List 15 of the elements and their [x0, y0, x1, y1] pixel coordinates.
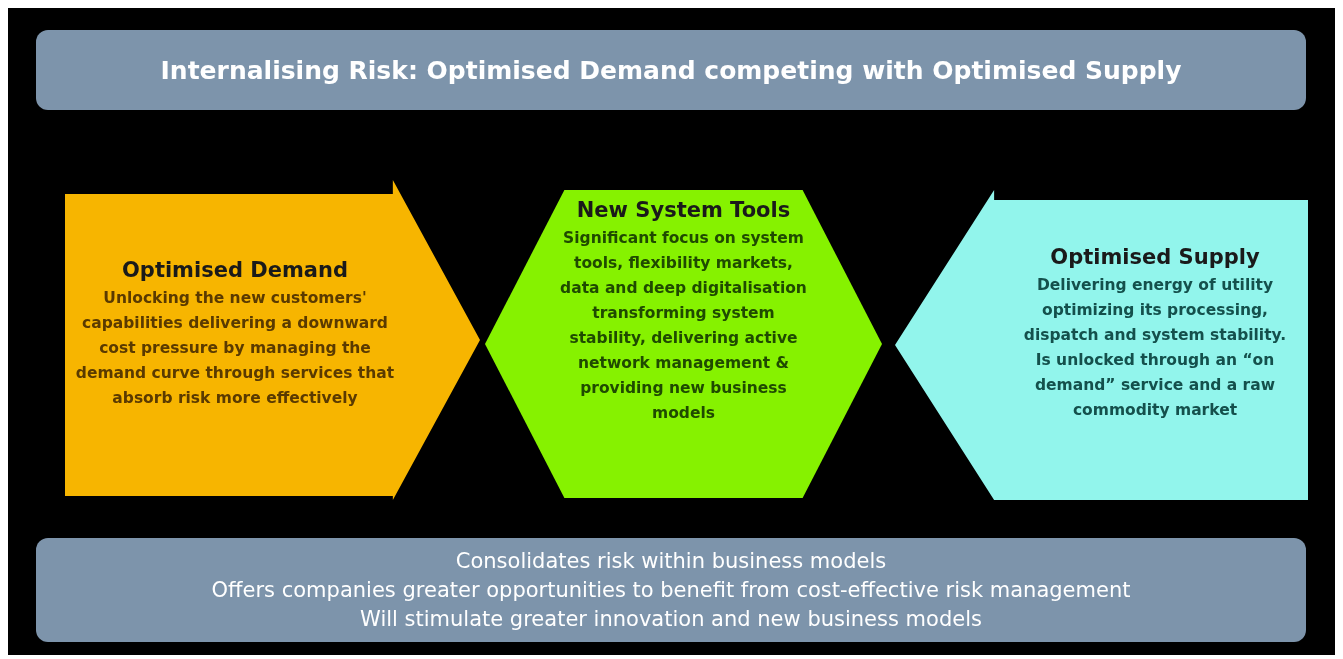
summary-banner	[36, 538, 1306, 642]
summary-line: Consolidates risk within business models	[455, 547, 887, 575]
title-banner	[36, 30, 1306, 110]
heading: New System Tools	[575, 198, 792, 222]
hexagon-shape	[485, 190, 882, 498]
description: Significant focus on system tools, flexibility markets, data and deep digitalisation transforming system stability, delivering active network management & providing new business models	[560, 228, 807, 424]
heading: Optimised Demand	[121, 258, 349, 282]
left-arrow-shape	[895, 190, 1308, 500]
description: Unlocking the new customers' capabilities delivering a downward cost pressure by managing the demand curve through services that absorb risk more effectively	[75, 288, 395, 409]
title-text: Internalising Risk: Optimised Demand competing with Optimised Supply	[160, 54, 1182, 87]
summary-line: Offers companies greater opportunities to benefit from cost-effective risk management	[211, 576, 1131, 604]
right-arrow-shape	[65, 180, 480, 500]
summary-line: Will stimulate greater innovation and new business models	[360, 605, 982, 633]
heading: Optimised Supply	[1049, 245, 1261, 269]
description: Delivering energy of utility optimizing its processing, dispatch and system stability. Is unlocked through an “on demand” service and a raw commodity market	[1022, 275, 1288, 421]
